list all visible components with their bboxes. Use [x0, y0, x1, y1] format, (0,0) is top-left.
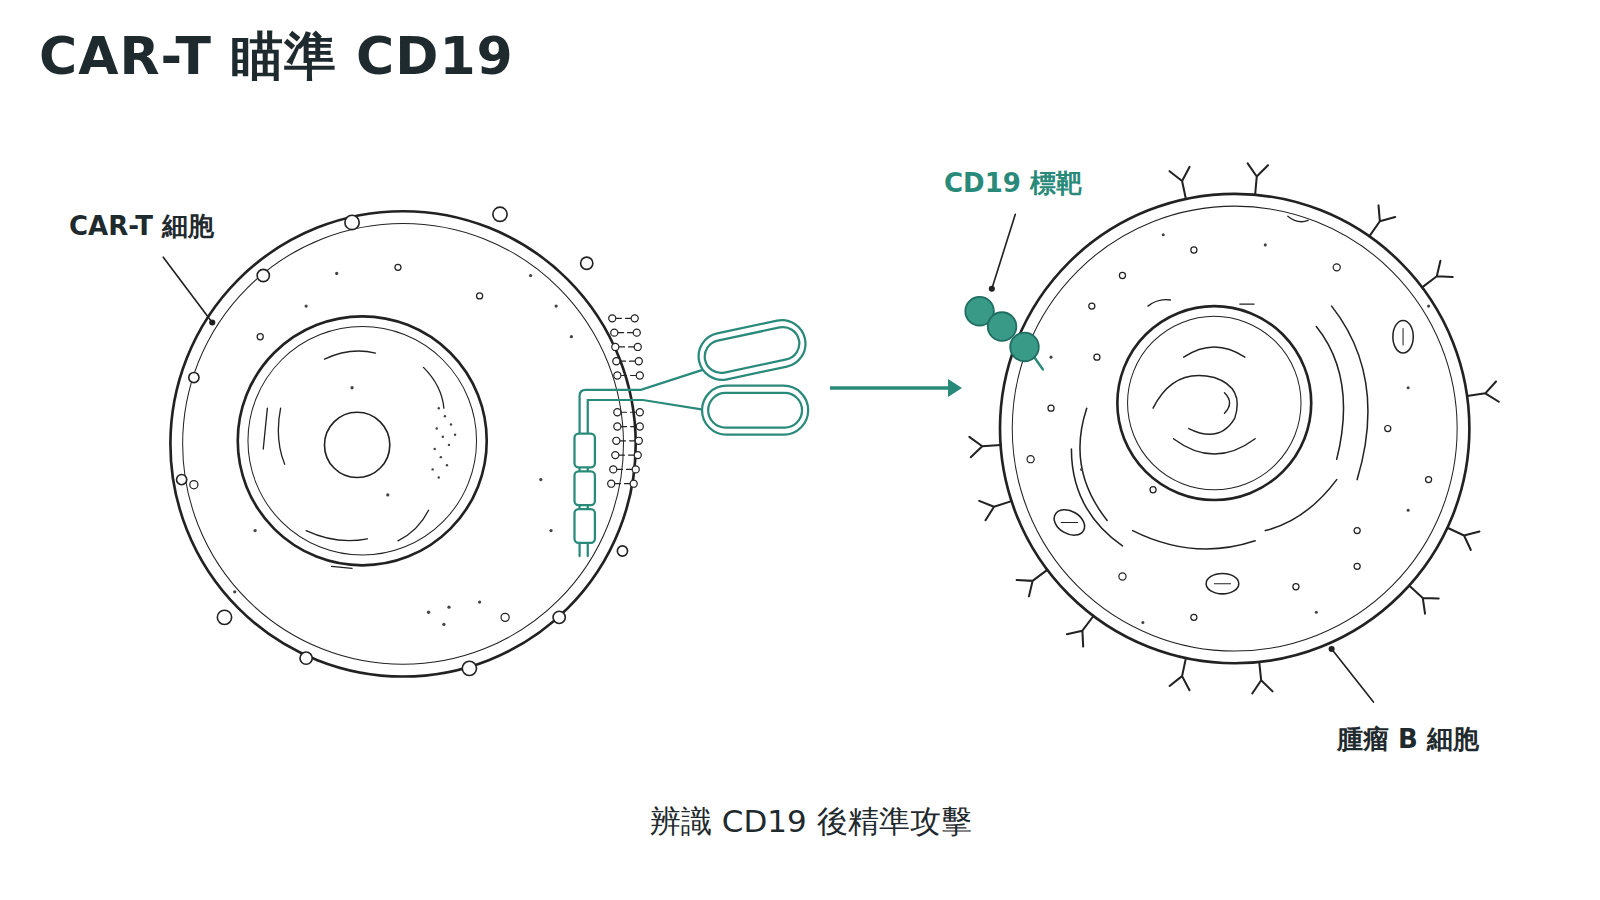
diagram-title: CAR-T 瞄準 CD19: [39, 22, 514, 92]
target-label: CD19 標靶: [944, 166, 1082, 201]
arrow-connector: [830, 379, 962, 397]
car-t-cell: CAR-T 細胞: [168, 200, 828, 690]
diagram-caption: 辨識 CD19 後精準攻擊: [650, 801, 972, 843]
cell-label: 腫瘤 B 細胞: [1337, 722, 1479, 757]
cell-label: CAR-T 細胞: [69, 209, 214, 244]
tumor-b-cell: 腫瘤 B 細胞: [966, 150, 1523, 710]
